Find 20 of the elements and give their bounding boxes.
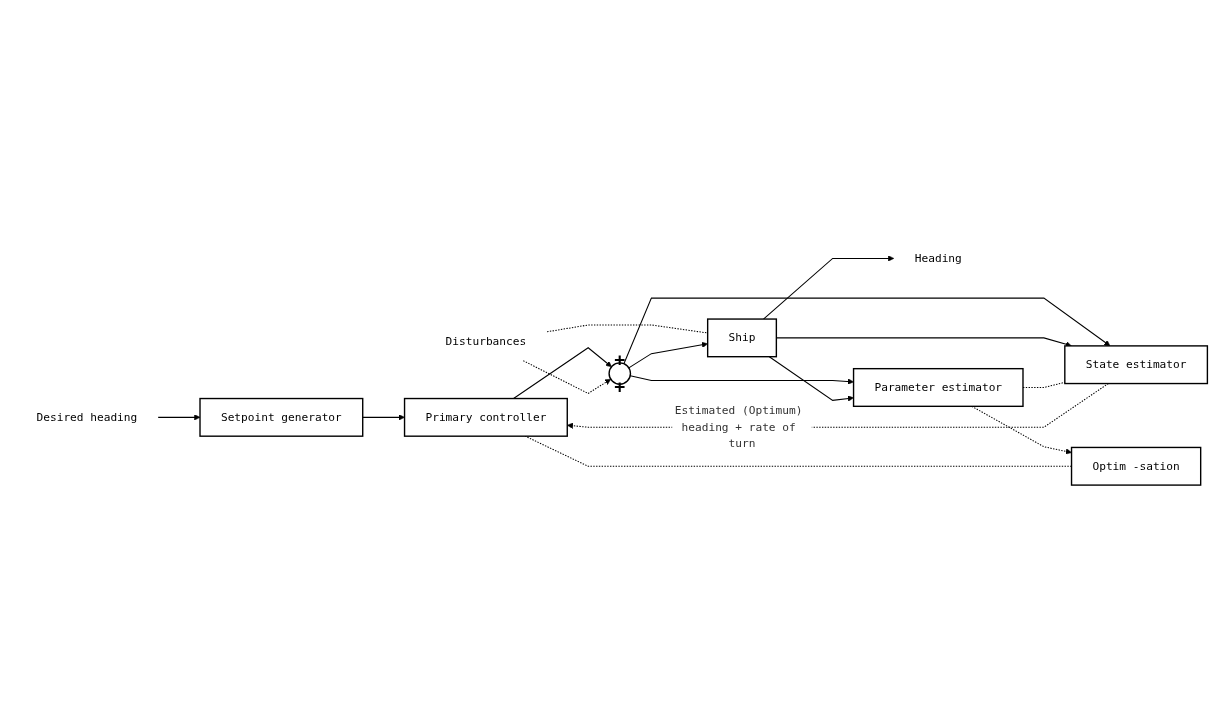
- arrow: [362, 413, 405, 421]
- arrow: [522, 359, 611, 394]
- arrow: [971, 405, 1072, 455]
- node-text: Disturbances: [445, 334, 527, 348]
- connector: [1022, 381, 1066, 388]
- node-box: Setpoint generator: [199, 397, 364, 437]
- node-box: Parameter estimator: [852, 367, 1024, 407]
- arrow: [762, 255, 895, 320]
- edge-label: Estimated (Optimum) heading + rate of turn: [674, 403, 803, 450]
- arrow: [768, 355, 854, 402]
- arrow: [628, 341, 708, 369]
- node-box: Optim -sation: [1070, 446, 1202, 486]
- arrow: [513, 346, 612, 399]
- node-text: Desired heading: [36, 410, 138, 424]
- node-box: State estimator: [1064, 344, 1209, 384]
- arrow: [157, 413, 201, 421]
- arrow: [623, 297, 1111, 364]
- node-box: Ship: [706, 318, 778, 358]
- node-box: Primary controller: [403, 397, 568, 437]
- node-text: Heading: [914, 251, 962, 265]
